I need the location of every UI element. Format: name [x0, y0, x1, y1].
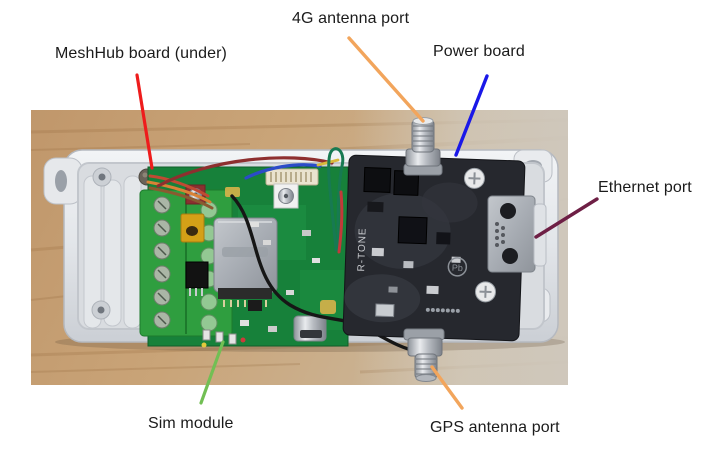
sim-module-shield [213, 217, 278, 307]
lead-free-mark: Pb [452, 263, 463, 273]
ethernet-port [487, 195, 547, 273]
micro-usb-port [293, 315, 327, 342]
power-callout-line [454, 74, 489, 157]
interboard-wires [156, 147, 345, 254]
board-screw-top [463, 167, 485, 189]
ethernet-callout-line [534, 197, 599, 239]
callout-lines [135, 36, 599, 410]
sma-connector-gps [403, 328, 445, 382]
meshhub-pcb [139, 147, 423, 354]
gps-callout-line [430, 365, 464, 410]
meshhub-callout-line [135, 73, 154, 170]
power-board: R-TONE Pb [342, 154, 526, 342]
ufl-connector-main [273, 183, 299, 209]
label-4g-antenna-port: 4G antenna port [292, 10, 410, 27]
mounting-tab-left [43, 157, 83, 205]
power-board-brand-text: R-TONE [356, 227, 369, 272]
sim-slot-edge [218, 288, 272, 299]
inductor-component [180, 213, 205, 243]
label-power-board: Power board [433, 43, 525, 60]
pin-header-connector [265, 168, 319, 186]
smd-components [201, 187, 336, 348]
4g-callout-line [347, 36, 425, 123]
board-screw-bottom [475, 281, 497, 303]
terminal-wires [146, 174, 214, 210]
enclosure-ribs [83, 175, 142, 329]
label-sim-module: Sim module [148, 415, 234, 432]
label-meshhub-board: MeshHub board (under) [55, 45, 227, 62]
power-transistor [185, 261, 209, 296]
label-gps-antenna-port: GPS antenna port [430, 419, 560, 436]
sim-callout-line [199, 340, 225, 405]
antenna-coax-cable [230, 194, 423, 354]
sma-connector-4g [403, 117, 443, 176]
label-ethernet-port: Ethernet port [598, 179, 692, 196]
